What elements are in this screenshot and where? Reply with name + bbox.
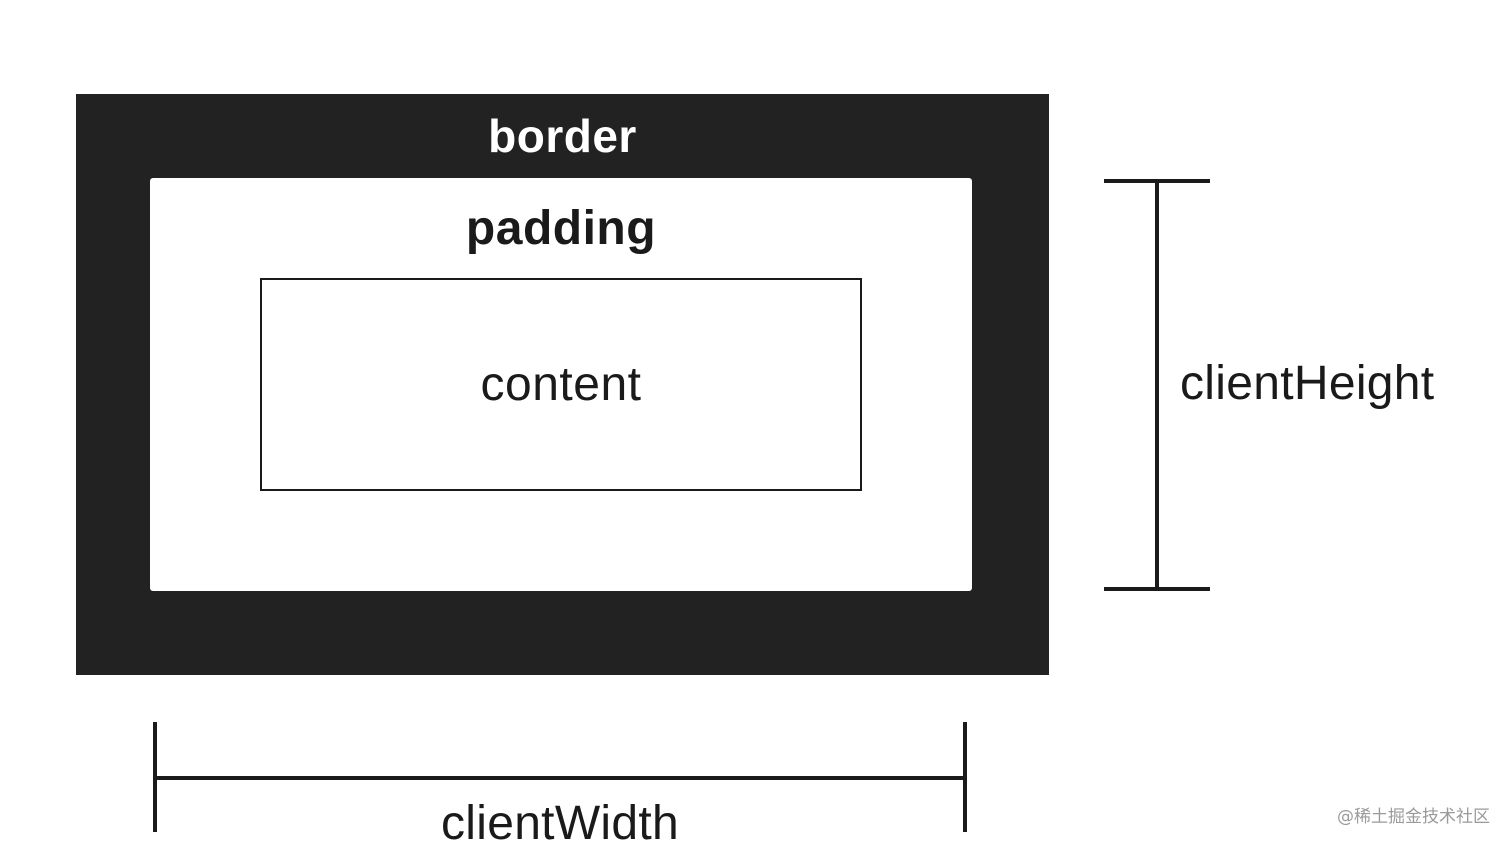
client-height-bracket <box>1104 179 1210 591</box>
content-box: content <box>260 278 862 491</box>
border-label: border <box>488 110 637 162</box>
padding-box: padding content <box>150 178 972 591</box>
border-box: border padding content <box>76 94 1049 675</box>
client-width-bracket <box>153 722 967 832</box>
content-label: content <box>480 358 642 411</box>
padding-label: padding <box>465 202 657 255</box>
client-width-label: clientWidth <box>440 797 680 850</box>
watermark: @稀土掘金技术社区 <box>1337 807 1490 827</box>
client-height-label: clientHeight <box>1180 357 1435 410</box>
